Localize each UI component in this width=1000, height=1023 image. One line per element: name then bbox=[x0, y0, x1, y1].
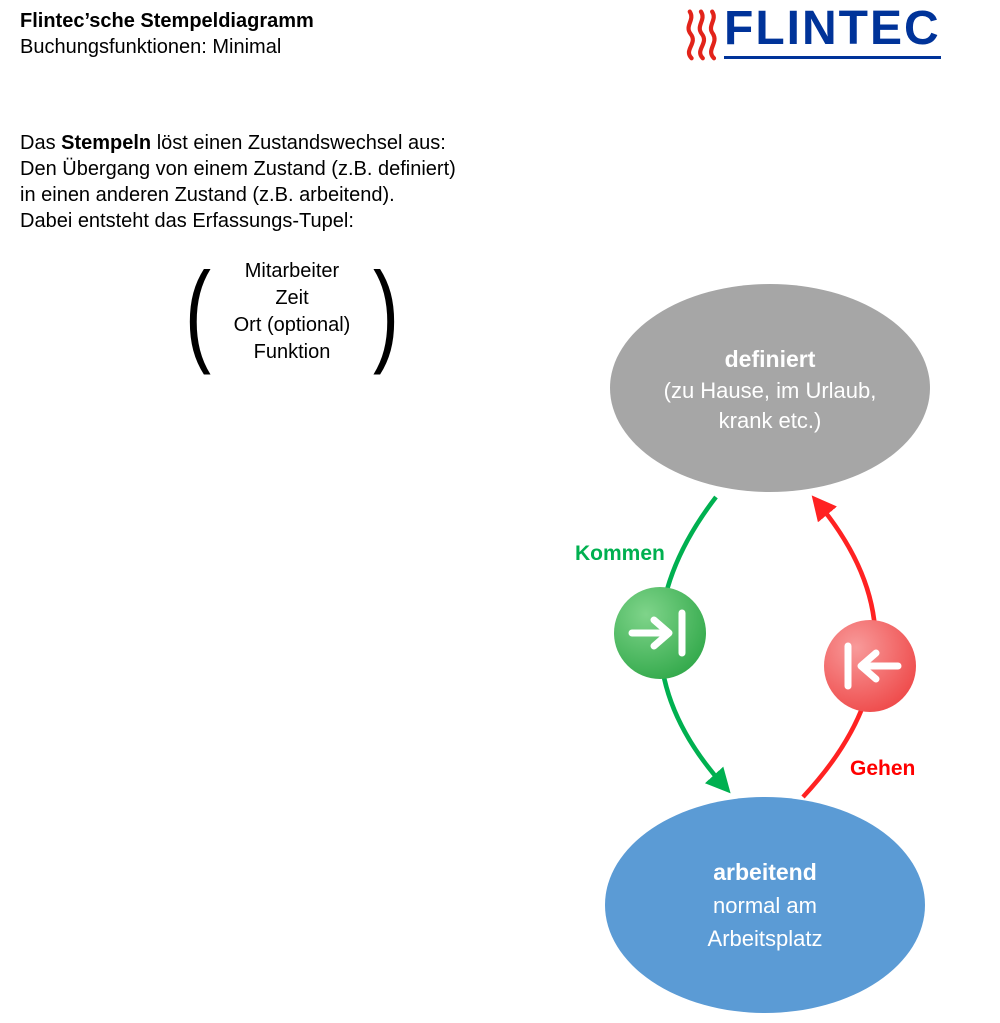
tuple-items: Mitarbeiter Zeit Ort (optional) Funktion bbox=[217, 258, 367, 366]
document-title: Flintec’sche Stempeldiagramm bbox=[20, 10, 314, 32]
logo-underline bbox=[724, 56, 941, 59]
document-subtitle: Buchungsfunktionen: Minimal bbox=[20, 36, 282, 58]
tuple-item-ort: Ort (optional) bbox=[233, 314, 351, 336]
tuple-item-mitarbeiter: Mitarbeiter bbox=[244, 260, 340, 282]
intro-line-4: Dabei entsteht das Erfassungs-Tupel: bbox=[20, 210, 354, 232]
erfassungs-tupel: ( Mitarbeiter Zeit Ort (optional) Funkti… bbox=[185, 248, 399, 376]
login-icon bbox=[628, 609, 686, 657]
intro-line1-suffix: löst einen Zustandswechsel aus: bbox=[151, 132, 446, 154]
intro-line-1: Das Stempeln löst einen Zustandswechsel … bbox=[20, 130, 560, 156]
state-arbeitend-ellipse bbox=[605, 797, 925, 1013]
kommen-label: Kommen bbox=[575, 542, 665, 565]
tuple-close-paren: ) bbox=[372, 248, 399, 376]
state-definiert-title: definiert bbox=[725, 346, 816, 372]
state-definiert-line2: krank etc.) bbox=[719, 408, 822, 433]
state-arbeitend-line1: normal am bbox=[713, 893, 817, 918]
gehen-label: Gehen bbox=[850, 757, 915, 780]
flintec-logo: FLINTEC bbox=[680, 4, 941, 62]
state-definiert-ellipse bbox=[610, 284, 930, 492]
intro-line1-prefix: Das bbox=[20, 132, 62, 154]
intro-text: Das Stempeln löst einen Zustandswechsel … bbox=[20, 130, 560, 234]
tuple-item-funktion: Funktion bbox=[253, 341, 331, 363]
flame-icon bbox=[686, 9, 717, 61]
intro-line-3: in einen anderen Zustand (z.B. arbeitend… bbox=[20, 184, 395, 206]
state-arbeitend-line2: Arbeitsplatz bbox=[708, 926, 823, 951]
intro-line1-bold: Stempeln bbox=[61, 132, 152, 154]
logo-textwrap: FLINTEC bbox=[724, 4, 941, 59]
state-arbeitend-title: arbeitend bbox=[713, 859, 817, 885]
logo-text: FLINTEC bbox=[724, 2, 941, 55]
state-definiert-line1: (zu Hause, im Urlaub, bbox=[664, 378, 877, 403]
tuple-open-paren: ( bbox=[185, 248, 211, 376]
intro-line-2: Den Übergang von einem Zustand (z.B. def… bbox=[20, 158, 456, 180]
tuple-item-zeit: Zeit bbox=[275, 287, 309, 309]
logout-icon bbox=[844, 642, 902, 690]
